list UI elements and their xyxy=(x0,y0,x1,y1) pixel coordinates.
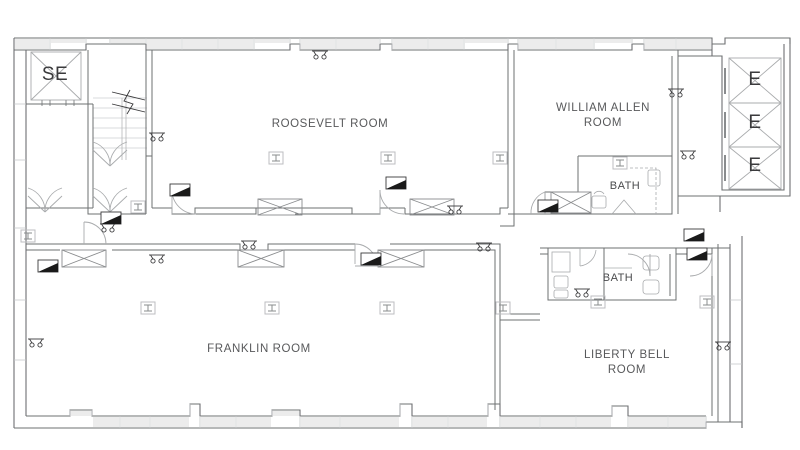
room-label-liberty-bell: LIBERTY BELL ROOM xyxy=(583,349,671,376)
column-marker-icon xyxy=(590,295,606,309)
outlet-markers xyxy=(28,50,731,351)
exit-door-marker-icon xyxy=(686,247,708,261)
outlet-pair-icon xyxy=(149,132,165,142)
column-markers xyxy=(20,151,715,315)
outlet-pair-icon xyxy=(574,288,590,298)
exit-door-marker-icon xyxy=(37,259,59,273)
exit-door-marker-icon xyxy=(360,252,382,266)
column-marker-icon xyxy=(495,301,511,315)
outlet-pair-icon xyxy=(149,254,165,264)
closet-boxes xyxy=(61,191,592,268)
column-marker-icon xyxy=(140,301,156,315)
outlet-pair-icon xyxy=(241,240,257,250)
exit-door-marker-icon xyxy=(385,176,407,190)
room-label-franklin: FRANKLIN ROOM xyxy=(207,343,311,355)
shaft-label-elevator-1: E xyxy=(748,69,762,90)
column-marker-icon xyxy=(20,229,36,243)
outlet-pair-icon xyxy=(447,205,463,215)
bath-label-bath-lower: BATH xyxy=(602,272,634,284)
column-marker-icon xyxy=(699,295,715,309)
column-marker-icon xyxy=(130,200,146,214)
exit-door-marker-icon xyxy=(169,183,191,197)
exit-door-marker-icon xyxy=(537,199,559,213)
shaft-label-elevator-3: E xyxy=(748,155,762,176)
outlet-pair-icon xyxy=(715,341,731,351)
outlet-pair-icon xyxy=(100,223,116,233)
room-label-roosevelt: ROOSEVELT ROOM xyxy=(271,118,389,130)
elevator-core xyxy=(724,57,782,190)
exit-door-marker-icon xyxy=(683,228,705,242)
shaft-label-stair-exit-se: SE xyxy=(41,64,69,85)
outlet-pair-icon xyxy=(680,150,696,160)
column-marker-icon xyxy=(379,301,395,315)
outlet-pair-icon xyxy=(668,88,684,98)
bath-fixtures xyxy=(551,167,661,299)
outlet-pair-icon xyxy=(28,338,44,348)
stair-exit-shaft xyxy=(30,51,82,106)
room-label-william-allen: WILLIAM ALLEN ROOM xyxy=(555,102,651,129)
exit-door-marker-icon xyxy=(100,211,122,225)
exit-door-markers xyxy=(37,176,708,273)
shaft-label-elevator-2: E xyxy=(748,112,762,133)
column-marker-icon xyxy=(264,301,280,315)
column-marker-icon xyxy=(380,151,396,165)
column-marker-icon xyxy=(268,151,284,165)
exterior-walls xyxy=(13,37,791,429)
stair-run xyxy=(93,97,147,160)
column-marker-icon xyxy=(612,156,628,170)
bath-label-bath-upper: BATH xyxy=(609,180,641,192)
stair-break-line xyxy=(111,89,146,115)
column-marker-icon xyxy=(492,151,508,165)
outlet-pair-icon xyxy=(312,50,328,60)
outlet-pair-icon xyxy=(476,242,492,252)
door-swings xyxy=(27,141,713,277)
